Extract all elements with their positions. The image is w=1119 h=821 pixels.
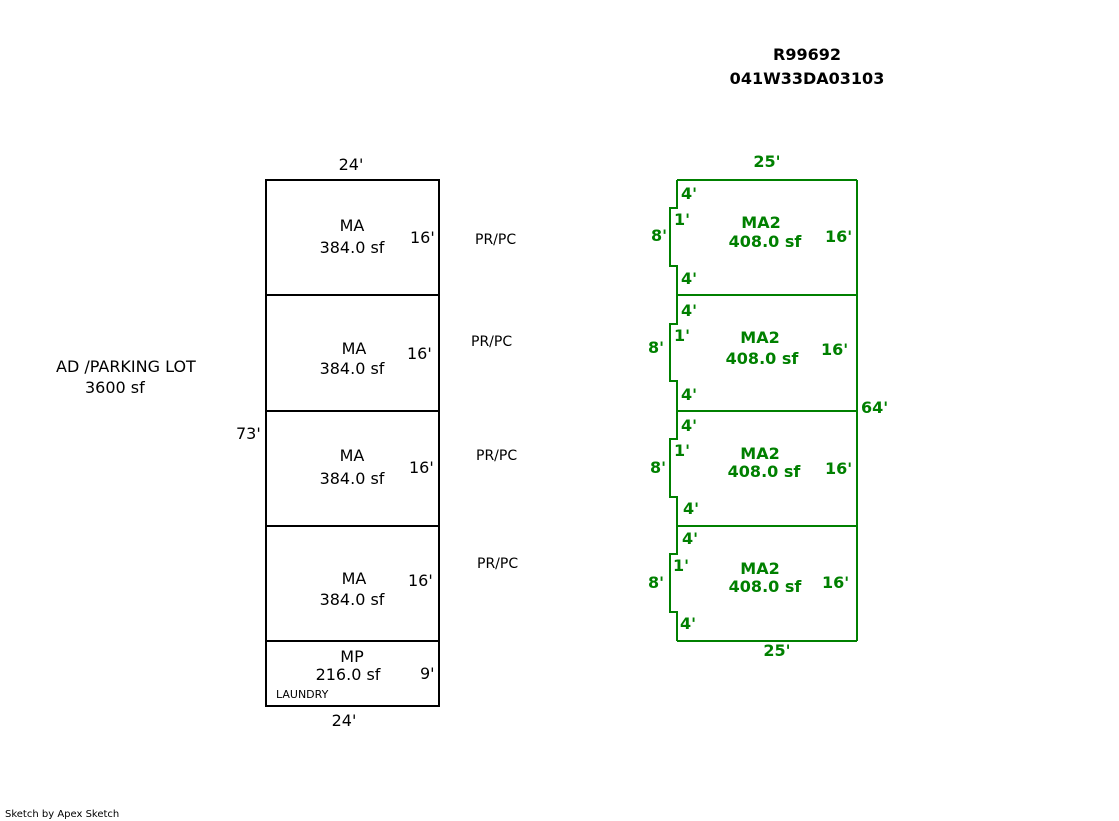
record-id: R99692 — [773, 45, 841, 64]
upper-segment: 4' — [681, 416, 698, 435]
left-length: 8' — [648, 573, 665, 592]
lower-segment: 4' — [680, 614, 697, 633]
porch-label: PR/PC — [476, 448, 518, 464]
room-area: 408.0 sf — [727, 462, 801, 481]
room-height: 16' — [825, 459, 853, 478]
room-height: 9' — [420, 664, 435, 683]
room-area: 408.0 sf — [728, 577, 802, 596]
notch-depth: 1' — [674, 441, 691, 460]
left-building-rect — [265, 179, 440, 707]
room-note: LAUNDRY — [276, 688, 329, 701]
room-code: MA2 — [740, 559, 780, 578]
porch-label: PR/PC — [475, 232, 517, 248]
room-code: MA — [339, 216, 365, 235]
upper-segment: 4' — [682, 529, 699, 548]
room-code: MA2 — [740, 328, 780, 347]
parking-label: AD /PARKING LOT — [56, 357, 196, 376]
notch-depth: 1' — [674, 326, 691, 345]
left-length: 8' — [650, 458, 667, 477]
lower-segment: 4' — [683, 499, 700, 518]
parking-area: 3600 sf — [85, 378, 145, 397]
room-area: 408.0 sf — [725, 349, 799, 368]
room-area: 384.0 sf — [319, 238, 385, 257]
porch-label: PR/PC — [471, 334, 513, 350]
room-code: MA — [341, 569, 367, 588]
room-height: 16' — [407, 344, 432, 363]
room-height: 16' — [408, 571, 433, 590]
unit-left-edge — [669, 526, 678, 641]
left-length: 8' — [648, 338, 665, 357]
left-total-height: 73' — [236, 424, 261, 443]
unit-left-edge — [669, 411, 678, 526]
parcel-id: 041W33DA03103 — [729, 69, 885, 88]
room-area: 384.0 sf — [319, 590, 385, 609]
right-building-outline — [669, 179, 858, 642]
unit-left-edge — [669, 295, 678, 411]
room-area: 384.0 sf — [319, 359, 385, 378]
right-bottom-width: 25' — [763, 641, 791, 660]
upper-segment: 4' — [681, 301, 698, 320]
room-height: 16' — [410, 228, 435, 247]
room-height: 16' — [821, 340, 849, 359]
room-code: MA2 — [740, 444, 780, 463]
left-length: 8' — [651, 226, 668, 245]
right-total-height: 64' — [861, 398, 889, 417]
left-top-width: 24' — [338, 155, 364, 174]
lower-segment: 4' — [681, 269, 698, 288]
room-area: 216.0 sf — [315, 665, 381, 684]
sketch-credit: Sketch by Apex Sketch — [5, 809, 120, 820]
room-code: MA — [339, 446, 365, 465]
upper-segment: 4' — [681, 184, 698, 203]
room-code: MA2 — [741, 213, 781, 232]
room-code: MP — [340, 647, 364, 666]
lower-segment: 4' — [681, 385, 698, 404]
notch-depth: 1' — [673, 556, 690, 575]
room-height: 16' — [409, 458, 434, 477]
unit-left-edge — [669, 180, 678, 295]
porch-label: PR/PC — [477, 556, 519, 572]
room-height: 16' — [822, 573, 850, 592]
left-bottom-width: 24' — [331, 711, 357, 730]
notch-depth: 1' — [674, 210, 691, 229]
room-code: MA — [341, 339, 367, 358]
room-height: 16' — [825, 227, 853, 246]
left-building-outline — [265, 179, 440, 707]
room-area: 384.0 sf — [319, 469, 385, 488]
right-top-width: 25' — [753, 152, 781, 171]
room-area: 408.0 sf — [728, 232, 802, 251]
